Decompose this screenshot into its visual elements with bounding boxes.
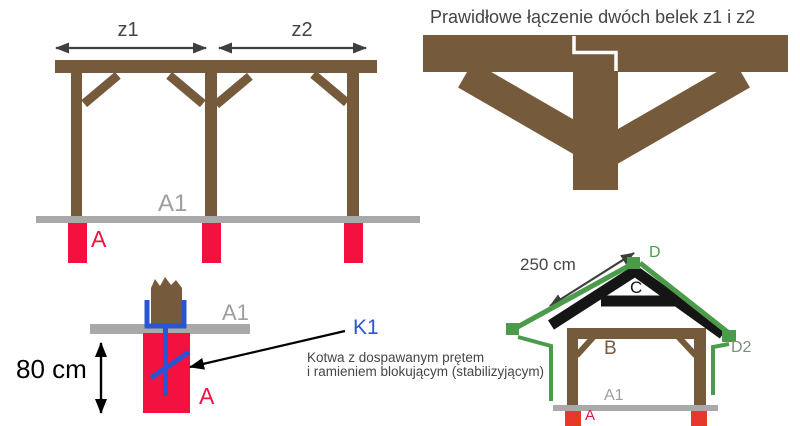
footing [68,223,87,263]
joint-post [573,72,618,190]
footing [565,411,581,426]
depth-label: 80 cm [16,354,87,384]
joint-brace-right [598,61,750,167]
anchor-note-line2: i ramieniem blokującym (stabilizyjącym) [307,364,545,379]
footing [202,223,221,263]
ground-strip [90,324,250,334]
brace [213,72,253,109]
span2-label: z2 [291,19,313,41]
footing-label: A [91,226,107,252]
gutter-downpipe-right [711,342,730,395]
ground-strip [36,216,420,223]
footing [691,411,707,426]
joint-title: Prawidłowe łączenie dwóch belek z1 i z2 [430,7,756,27]
brace [81,71,121,108]
footing [344,223,363,263]
post-middle [205,73,217,216]
gutter-label: D2 [731,339,752,356]
post-right [347,73,359,216]
brace [166,71,206,108]
truss-label: C [630,278,643,297]
rafter-length-label: 250 cm [520,255,576,274]
concrete-footing [143,333,190,413]
brace [310,70,350,107]
anchor-bracket [144,300,187,329]
footing-label: A [585,407,596,424]
anchor-label: K1 [353,316,379,339]
roof-slope-right [638,261,732,336]
ground-label: A1 [604,387,624,404]
ground-label: A1 [158,190,188,217]
ground-label: A1 [222,300,249,325]
ridge-label: D [649,244,661,261]
top-beam [55,60,377,73]
ground-strip [553,405,718,411]
footing-label: A [199,383,215,409]
span1-label: z1 [117,19,139,41]
post-stub [151,277,182,326]
beam-label: B [604,338,617,359]
ridge-cap [627,257,640,269]
post-left [71,73,82,216]
post-left [567,328,578,407]
anchor-note-line1: Kotwa z dospawanym prętem [307,350,485,365]
post-right [694,328,706,407]
eave-cap-left [506,323,519,335]
joint-beam [423,35,788,72]
